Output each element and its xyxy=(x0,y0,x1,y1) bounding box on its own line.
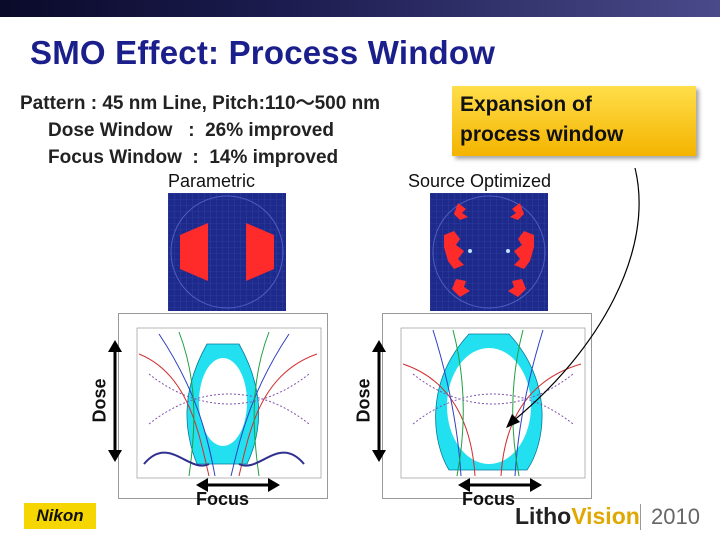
pattern-info: Pattern : 45 nm Line, Pitch:110～500 nm D… xyxy=(20,90,380,171)
callout-line-2: process window xyxy=(460,123,624,146)
parametric-plot-graphic xyxy=(136,327,322,479)
dose-arrow-right xyxy=(372,340,386,462)
optimized-source-map xyxy=(430,193,548,311)
parametric-source-image xyxy=(168,193,286,311)
focus-label-right: Focus xyxy=(462,489,516,509)
footer-year: 2010 xyxy=(640,504,700,530)
dose-label-right: Dose xyxy=(353,378,374,423)
optimized-source-image xyxy=(430,193,548,311)
left-pole xyxy=(180,223,208,281)
optimized-process-window-plot xyxy=(382,313,592,499)
dose-window-line: Dose Window : 26% improved xyxy=(48,120,334,141)
callout-box: Expansion of process window xyxy=(452,86,696,156)
callout-line-1: Expansion of xyxy=(460,93,592,116)
brand-litho: Litho xyxy=(515,503,572,529)
focus-label-left: Focus xyxy=(196,489,250,509)
nikon-logo: Nikon xyxy=(24,503,96,529)
dose-arrow-left xyxy=(108,340,122,462)
brand-vision: Vision xyxy=(571,503,640,529)
parametric-label: Parametric xyxy=(168,171,256,191)
dose-label-left: Dose xyxy=(89,378,110,423)
top-banner xyxy=(0,0,720,17)
lithovision-logo: LithoVision xyxy=(515,503,640,530)
parametric-process-window-plot xyxy=(118,313,328,499)
pattern-line: Pattern : 45 nm Line, Pitch:110～500 nm xyxy=(20,93,381,114)
optimized-plot-graphic xyxy=(400,327,586,479)
source-optimized-label: Source Optimized xyxy=(408,171,552,191)
focus-arrow-left xyxy=(196,478,280,492)
callout-arrow xyxy=(506,167,640,428)
parametric-source-map xyxy=(168,193,286,311)
right-pole xyxy=(246,223,274,281)
slide-title: SMO Effect: Process Window xyxy=(30,34,496,71)
focus-arrow-right xyxy=(458,478,542,492)
focus-window-line: Focus Window : 14% improved xyxy=(48,147,339,168)
